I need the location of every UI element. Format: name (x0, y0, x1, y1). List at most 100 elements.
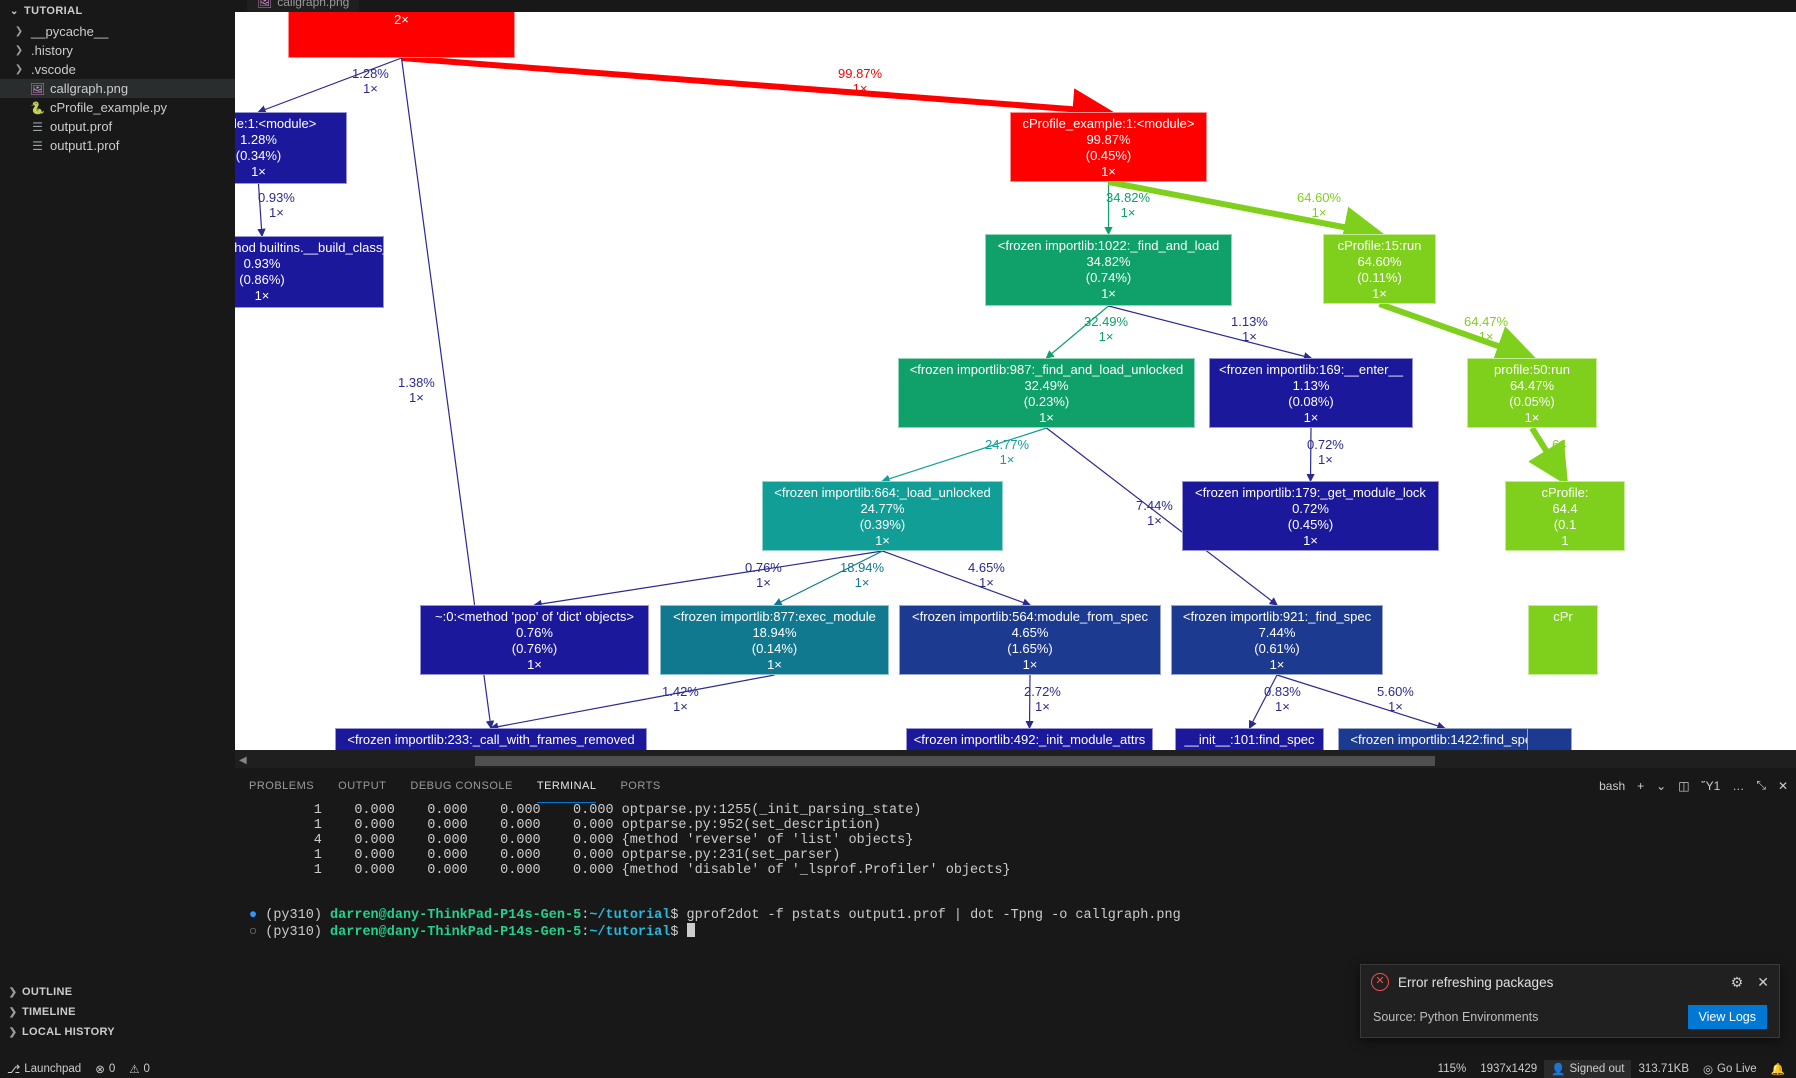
node-self: (0.45%) (1287, 517, 1334, 532)
status-go-live[interactable]: ◎Go Live (1696, 1060, 1764, 1078)
graph-node-root: 100.00%(0.24%)2× (288, 12, 515, 58)
sidebar-item--pycache-[interactable]: ❯__pycache__ (0, 22, 235, 41)
kill-terminal-icon[interactable]: Ὕ1 (1701, 778, 1721, 793)
graph-node-find_spec_1422: <frozen importlib:1422:find_spec (1338, 728, 1551, 750)
status-label: 0 (108, 1063, 116, 1075)
view-logs-button[interactable]: View Logs (1687, 1005, 1767, 1029)
scrollbar-thumb[interactable] (475, 756, 1435, 766)
edge-label-find_load_u-to-load_unl: 24.77%1× (985, 437, 1029, 467)
sidebar-bottom-sections: ❯OUTLINE❯TIMELINE❯LOCAL HISTORY (0, 982, 235, 1042)
status-label: Go Live (1717, 1063, 1757, 1075)
graph-edge-cpex_mod-to-cprof_run (1107, 179, 1386, 248)
notification-toast[interactable]: ✕ Error refreshing packages ⚙ ✕ Source: … (1360, 964, 1780, 1038)
terminal-output[interactable]: 1 0.000 0.000 0.000 0.000 optparse.py:12… (235, 803, 1796, 1060)
graph-edge-enter-to-get_mod_lock (1306, 427, 1315, 483)
edge-percent: 5.60% (1377, 684, 1414, 699)
scroll-left-icon[interactable]: ◀ (239, 755, 247, 766)
prompt-user-host: darren@dany-ThinkPad-P14s-Gen-5 (330, 925, 582, 940)
graph-node-enter: <frozen importlib:169:__enter__1.13%(0.0… (1209, 358, 1413, 428)
panel-tab-terminal[interactable]: TERMINAL (536, 768, 597, 803)
node-self: (0.14%) (751, 641, 798, 656)
sidebar-item-label: .history (31, 43, 73, 58)
graph-edge-cprof_run-to-profile_run (1378, 301, 1538, 366)
status-label: 0 (143, 1063, 150, 1075)
warning-icon: ⚠ (129, 1064, 140, 1076)
edge-calls: 1× (1242, 329, 1257, 344)
sidebar-section-outline[interactable]: ❯OUTLINE (0, 982, 235, 1002)
prompt-env: (py310) (265, 908, 322, 923)
status-problems[interactable]: ⊗0 (88, 1060, 122, 1078)
terminal-line: 4 0.000 0.000 0.000 0.000 {method 'rever… (249, 833, 914, 848)
edge-calls: 1× (852, 81, 868, 96)
close-panel-icon[interactable]: ✕ (1777, 778, 1788, 793)
node-total: 64.47% (1509, 378, 1555, 393)
terminal-prompt-line[interactable]: ● (py310) darren@dany-ThinkPad-P14s-Gen-… (249, 908, 1181, 923)
sidebar-item-output-prof[interactable]: ☰output.prof (0, 117, 235, 136)
editor-horizontal-scrollbar[interactable]: ◀ (235, 754, 1796, 768)
sidebar-item-cprofile-example-py[interactable]: 🐍cProfile_example.py (0, 98, 235, 117)
split-terminal-icon[interactable]: ◫ (1678, 778, 1690, 793)
status-launchpad[interactable]: ⎇Launchpad (0, 1060, 88, 1078)
node-self: (0.34%) (235, 148, 282, 163)
graph-edge-find_spec-to-init_find_spec (1248, 674, 1278, 730)
status-zoom-level[interactable]: 115% (1431, 1060, 1474, 1078)
prompt-status-dot: ○ (249, 925, 258, 940)
image-preview-canvas[interactable]: 100.00%(0.24%)2×cProfile:1:<module>1.28%… (235, 12, 1796, 750)
maximize-panel-icon[interactable]: ⤡ (1756, 778, 1766, 792)
edge-label-find_load-to-enter: 1.13%1× (1231, 314, 1268, 344)
panel-tab-ports[interactable]: PORTS (620, 779, 661, 792)
node-self: (0.45%) (1085, 148, 1132, 163)
graph-edge-profile_run-to-cprof_x (1528, 426, 1569, 487)
graph-edge-load_unl-to-mod_from_spec (882, 550, 1032, 607)
terminal-kind-bash[interactable]: bash (1599, 778, 1626, 793)
node-total: 1.28% (240, 132, 277, 147)
chevron-right-icon: ❯ (8, 986, 18, 998)
status-warnings[interactable]: ⚠0 (122, 1060, 157, 1078)
more-actions-icon[interactable]: … (1732, 778, 1745, 793)
panel-tab-output[interactable]: OUTPUT (338, 779, 387, 792)
edge-label-cprofile_mod-to-build_class: 0.93%1× (258, 190, 295, 220)
edge-percent: 2.72% (1024, 684, 1061, 699)
node-label: <frozen importlib:492:_init_module_attrs (913, 732, 1146, 747)
status-notifications[interactable]: 🔔 (1764, 1060, 1796, 1078)
graph-edge-exec_module-to-call_frames (489, 674, 775, 731)
edge-calls: 1× (1388, 699, 1403, 714)
account-icon: 👤 (1551, 1064, 1566, 1076)
terminal-prompt-line[interactable]: ○ (py310) darren@dany-ThinkPad-P14s-Gen-… (249, 923, 1796, 940)
sidebar-section-local-history[interactable]: ❯LOCAL HISTORY (0, 1022, 235, 1042)
graph-edge-mod_from_spec-to-init_mod_attrs (1025, 674, 1034, 730)
sidebar-item--vscode[interactable]: ❯.vscode (0, 60, 235, 79)
status-label: 115% (1437, 1063, 1467, 1075)
python-file-icon: 🐍 (30, 100, 45, 115)
node-label: <frozen importlib:921:_find_spec (1182, 609, 1372, 624)
edge-calls: 1× (999, 452, 1015, 467)
status-account[interactable]: 👤Signed out (1544, 1060, 1632, 1078)
status-image-size[interactable]: 1937x1429 (1473, 1060, 1544, 1078)
graph-node-build_class: ~:0:<built-in method builtins.__build_cl… (235, 236, 404, 308)
sidebar-item-callgraph-png[interactable]: 🖼callgraph.png (0, 79, 235, 98)
panel-tab-problems[interactable]: PROBLEMS (249, 779, 315, 792)
node-total: 64.60% (1357, 254, 1402, 269)
explorer-folder-name: TUTORIAL (24, 5, 83, 17)
node-calls: 1× (767, 657, 782, 672)
node-label: <frozen importlib:564:module_from_spec (912, 609, 1148, 624)
status-file-size[interactable]: 313.71KB (1631, 1060, 1696, 1078)
panel-tab-debug-console[interactable]: DEBUG CONSOLE (410, 779, 513, 792)
edge-percent: 1.38% (398, 375, 435, 390)
sidebar-item--history[interactable]: ❯.history (0, 41, 235, 60)
node-calls: 1× (251, 164, 266, 179)
node-total: 0.93% (243, 256, 281, 271)
gear-icon[interactable]: ⚙ (1730, 973, 1744, 990)
status-label: Launchpad (24, 1063, 82, 1075)
chevron-down-icon[interactable]: ⌄ (1656, 778, 1667, 793)
terminal-line: 1 0.000 0.000 0.000 0.000 optparse.py:95… (249, 818, 881, 833)
edge-label-find_spec-to-init_find_spec: 0.83%1× (1264, 684, 1301, 714)
tab-callgraph-png[interactable]: 🖼 callgraph.png (247, 0, 360, 13)
graph-node-cpex_mod: cProfile_example:1:<module>99.87%(0.45%)… (1010, 112, 1207, 182)
edge-label-root-to-cpex_mod: 99.87%1× (838, 66, 882, 96)
close-icon[interactable]: ✕ (1757, 973, 1769, 990)
sidebar-section-timeline[interactable]: ❯TIMELINE (0, 1002, 235, 1022)
explorer-folder-header[interactable]: ⌄ TUTORIAL (0, 0, 235, 22)
new-terminal-icon[interactable]: + (1637, 778, 1645, 793)
sidebar-item-output1-prof[interactable]: ☰output1.prof (0, 136, 235, 155)
